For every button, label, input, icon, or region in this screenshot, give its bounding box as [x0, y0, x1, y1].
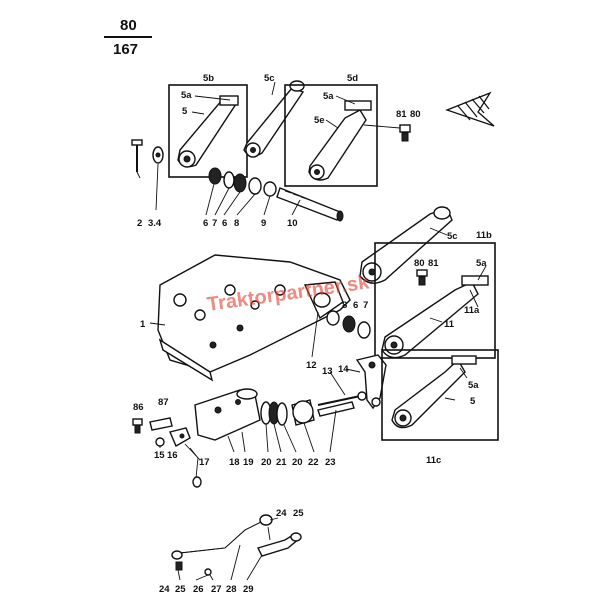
- seal-set-8-6-7: [326, 310, 371, 339]
- callout-9: 9: [261, 218, 266, 229]
- callout-6a: 6: [203, 218, 208, 229]
- callout-13: 13: [322, 366, 333, 377]
- callout-21: 21: [276, 457, 287, 468]
- lift-arm-5c-top: [243, 80, 305, 158]
- callout-11a: 11a: [464, 305, 480, 316]
- lift-arm-5b: [177, 95, 239, 168]
- fitting-15-16-17: [155, 427, 202, 488]
- callout-5-2: 5: [470, 396, 476, 407]
- callout-labels: 5b 5c 5d 5a 5 5a 5e 81 80 2 3.4 6 7 6 8 …: [133, 73, 492, 595]
- piston-set-20-23: [260, 399, 355, 426]
- leader-lines: [136, 81, 487, 581]
- callout-3-4: 3.4: [148, 218, 162, 229]
- lift-arm-11c: [391, 355, 477, 429]
- callout-8b: 8: [342, 300, 347, 311]
- callout-12: 12: [306, 360, 317, 371]
- callout-8a: 8: [234, 218, 239, 229]
- callout-81-top: 81: [396, 109, 407, 120]
- callout-10: 10: [287, 218, 298, 229]
- callout-24a: 24: [276, 508, 287, 519]
- lift-arm-5c-mid: [359, 206, 453, 284]
- callout-5a-1: 5a: [181, 90, 192, 101]
- bolt-81-80-top: [399, 124, 411, 142]
- page-number-top: 80: [120, 17, 137, 34]
- callout-11b: 11b: [476, 230, 492, 241]
- valve-87: [149, 417, 173, 431]
- callout-23: 23: [325, 457, 336, 468]
- callout-24b: 24: [159, 584, 170, 595]
- callout-2: 2: [137, 218, 142, 229]
- callout-11c: 11c: [426, 455, 441, 466]
- callout-7b: 7: [363, 300, 368, 311]
- callout-27: 27: [211, 584, 222, 595]
- callout-5c-top: 5c: [264, 73, 275, 84]
- group-box-11b: [374, 242, 496, 359]
- pipe-assembly-24-29: [171, 514, 302, 576]
- callout-1: 1: [140, 319, 146, 330]
- callout-15: 15: [154, 450, 165, 461]
- callout-5a-2: 5a: [323, 91, 334, 102]
- callout-6c: 6: [353, 300, 358, 311]
- callout-5a-4: 5a: [468, 380, 479, 391]
- callout-19: 19: [243, 457, 254, 468]
- callout-25a: 25: [293, 508, 304, 519]
- callout-5d: 5d: [347, 73, 358, 84]
- callout-6b: 6: [222, 218, 227, 229]
- callout-18: 18: [229, 457, 240, 468]
- callout-29: 29: [243, 584, 254, 595]
- lift-arm-5d: [308, 100, 372, 181]
- group-box-5d: [284, 84, 378, 187]
- callout-5b: 5b: [203, 73, 214, 84]
- callout-28: 28: [226, 584, 237, 595]
- callout-87: 87: [158, 397, 169, 408]
- group-box-11c: [381, 349, 499, 441]
- callout-81-mid: 81: [428, 258, 439, 269]
- callout-11: 11: [444, 319, 455, 330]
- callout-5a-3: 5a: [476, 258, 487, 269]
- direction-arrow-icon: [445, 91, 495, 127]
- callout-5e: 5e: [314, 115, 325, 126]
- callout-7a: 7: [212, 218, 217, 229]
- washer-3-4: [152, 146, 164, 164]
- callout-5-1: 5: [182, 106, 188, 117]
- callout-20b: 20: [292, 457, 303, 468]
- shaft-assembly-10: [208, 167, 344, 222]
- callout-14: 14: [338, 364, 349, 375]
- callout-86: 86: [133, 402, 144, 413]
- bolt-86: [132, 418, 143, 434]
- callout-20a: 20: [261, 457, 272, 468]
- bolt-2: [131, 139, 143, 172]
- callout-16: 16: [167, 450, 178, 461]
- callout-80-top: 80: [410, 109, 421, 120]
- hydraulic-housing-1: [157, 254, 351, 382]
- callout-80-mid: 80: [414, 258, 425, 269]
- callout-25b: 25: [175, 584, 186, 595]
- rod-13: [317, 391, 367, 406]
- callout-17: 17: [199, 457, 210, 468]
- lift-arm-11: [381, 275, 489, 359]
- cylinder-19: [194, 388, 261, 441]
- callout-26: 26: [193, 584, 204, 595]
- bolt-80-81-mid: [416, 269, 428, 286]
- callout-5c-mid: 5c: [447, 231, 458, 242]
- page-number-bottom: 167: [113, 41, 138, 58]
- lever-14: [355, 354, 387, 410]
- group-box-5b: [168, 84, 248, 178]
- callout-22: 22: [308, 457, 319, 468]
